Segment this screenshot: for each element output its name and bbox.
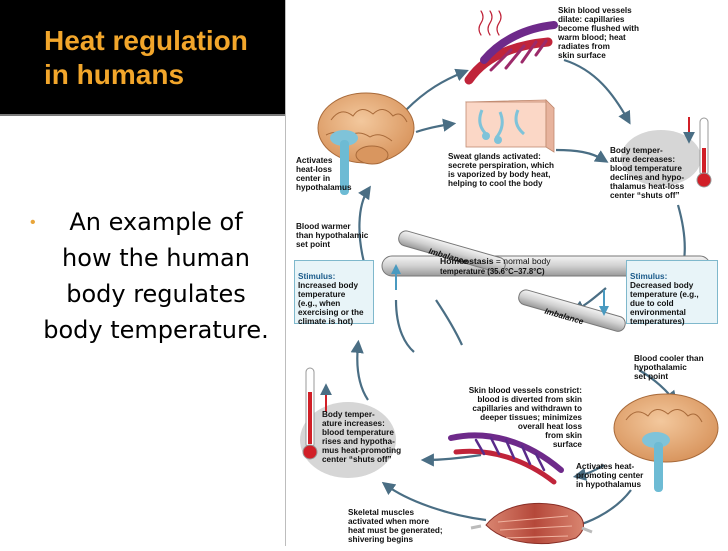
brain-icon-lower	[613, 393, 719, 492]
label-skin-vessels-constrict: Skin blood vessels constrict: blood is d…	[468, 386, 582, 449]
sweat-gland-icon	[465, 99, 555, 153]
thermoregulation-diagram: Skin blood vessels dilate: capillaries b…	[286, 0, 728, 546]
homeostasis-label: Homeostasis = normal body	[440, 257, 551, 266]
label-body-temp-increases: Body temper- ature increases: blood temp…	[322, 410, 402, 464]
constricted-vessels-icon	[448, 432, 564, 485]
dilated-vessels-icon	[464, 10, 558, 85]
panel-divider	[285, 0, 286, 546]
thermometer-rising-icon	[300, 367, 396, 478]
stimulus-right-heading: Stimulus:	[630, 272, 668, 281]
stimulus-right-body: Decreased body temperature (e.g., due to…	[630, 281, 699, 326]
left-panel: Heat regulation in humans • An example o…	[0, 0, 285, 546]
stimulus-increased-box: Stimulus: Increased body temperature (e.…	[294, 260, 374, 326]
title-bar: Heat regulation in humans	[0, 0, 285, 114]
skeletal-muscle-icon	[470, 502, 593, 545]
title-rule	[0, 114, 285, 116]
stimulus-decreased-box: Stimulus: Decreased body temperature (e.…	[626, 260, 718, 326]
brain-icon	[317, 92, 415, 195]
label-blood-warmer: Blood warmer than hypothalamic set point	[296, 222, 369, 249]
stimulus-left-body: Increased body temperature (e.g., when e…	[298, 281, 364, 326]
label-skeletal-muscles: Skeletal muscles activated when more hea…	[348, 508, 443, 544]
homeostasis-range: temperature (35.6°C–37.8°C)	[440, 267, 545, 276]
label-skin-vessels-dilate: Skin blood vessels dilate: capillaries b…	[558, 6, 639, 60]
label-activates-heat-promoting: Activates heat- promoting center in hypo…	[576, 462, 644, 489]
bullet-text: An example of how the human body regulat…	[43, 208, 269, 344]
bullet-marker: •	[30, 214, 36, 231]
thermometer-falling-icon	[621, 117, 712, 188]
label-activates-heat-loss: Activates heat-loss center in hypothalam…	[296, 156, 352, 192]
slide-title: Heat regulation in humans	[44, 25, 248, 90]
stimulus-left-heading: Stimulus:	[298, 272, 336, 281]
label-blood-cooler: Blood cooler than hypothalamic set point	[634, 354, 704, 381]
homeostasis-bold: Homeostasis	[440, 256, 494, 266]
label-body-temp-decreases: Body temper- ature decreases: blood temp…	[610, 146, 685, 200]
label-sweat-glands: Sweat glands activated: secrete perspira…	[448, 152, 555, 188]
homeostasis-rest: = normal body	[493, 256, 551, 266]
